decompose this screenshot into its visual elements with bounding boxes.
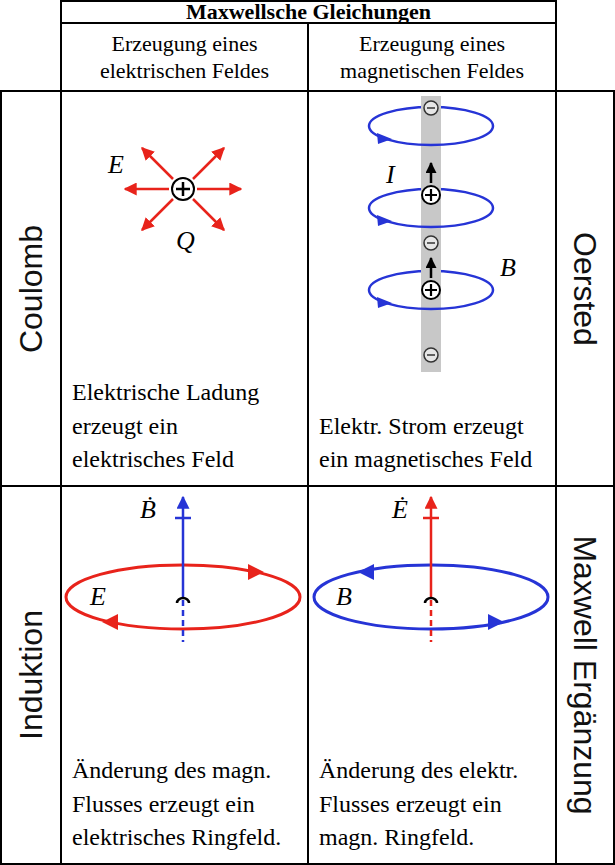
header-text: Erzeugung eines elektrischen Feldes xyxy=(70,30,299,84)
flux-axis xyxy=(430,600,433,642)
wire-field xyxy=(369,96,493,372)
ring-arrowhead xyxy=(248,564,264,580)
field-arrows xyxy=(125,148,241,230)
row-label: Coulomb xyxy=(0,90,62,487)
ring-front xyxy=(369,126,493,309)
charges xyxy=(422,101,440,362)
symbol-label: E xyxy=(108,152,124,178)
title: Maxwellsche Gleichungen xyxy=(186,2,431,22)
ring-arrowhead xyxy=(377,297,392,308)
cell-text: Änderung des elektr. Flusses erzeugt ein… xyxy=(319,754,545,855)
ring-arrowhead xyxy=(488,614,504,630)
symbol-label: I xyxy=(386,162,395,188)
positive-charge xyxy=(172,178,194,200)
row-label: Induktion xyxy=(0,485,62,865)
positive-charge xyxy=(422,186,440,204)
field-arrow xyxy=(197,188,241,191)
flux-axis xyxy=(182,600,185,642)
column-header: Erzeugung eines elektrischen Feldes xyxy=(60,22,309,92)
induction-figure xyxy=(66,497,300,642)
row-label-text: Coulomb xyxy=(15,224,47,352)
symbol-label: Q xyxy=(176,228,195,254)
field-arrow xyxy=(142,148,173,179)
displacement-figure xyxy=(314,497,548,642)
loop-symbol xyxy=(425,598,437,603)
ring-arrows xyxy=(377,133,392,308)
negative-charge xyxy=(424,348,438,362)
negative-charge xyxy=(424,101,438,115)
flux-arrow xyxy=(430,497,433,597)
negative-charge xyxy=(424,236,438,250)
tick xyxy=(175,517,191,520)
symbol-label: B xyxy=(336,584,352,610)
cell-text: Elektrische Ladung erzeugt ein elektrisc… xyxy=(72,376,297,477)
plus-sign xyxy=(425,284,437,296)
row-label-text: Induktion xyxy=(15,610,47,740)
loop-symbol xyxy=(177,598,189,603)
minus-sign xyxy=(427,107,435,109)
minus-sign xyxy=(427,242,435,244)
symbol-label: Ḃ xyxy=(140,497,156,523)
field-arrow xyxy=(125,188,169,191)
ring-arrowhead xyxy=(377,133,392,144)
title-cell: Maxwellsche Gleichungen xyxy=(60,0,557,24)
symbol-label: B xyxy=(500,255,516,281)
ring-arrowhead xyxy=(377,215,392,226)
field-ring xyxy=(369,290,493,309)
field-ring xyxy=(369,126,493,145)
field-arrow xyxy=(142,199,173,230)
row-label: Maxwell Ergänzung xyxy=(555,485,615,865)
field-arrow xyxy=(193,199,224,230)
plus-sign xyxy=(176,182,190,196)
table-cell: Elektr. Strom erzeugt ein magnetisches F… xyxy=(307,90,557,487)
current-arrow xyxy=(430,258,433,278)
flux-arrow xyxy=(182,497,185,597)
row-label-text: Maxwell Ergänzung xyxy=(569,535,601,814)
positive-charge xyxy=(422,281,440,299)
column-header: Erzeugung eines magnetischen Feldes xyxy=(307,22,557,92)
plus-sign xyxy=(425,189,437,201)
field-arrow xyxy=(193,148,224,179)
tick xyxy=(423,517,439,520)
row-label-text: Oersted xyxy=(569,232,601,346)
current-arrow xyxy=(430,163,433,183)
minus-sign xyxy=(427,354,435,356)
field-ring xyxy=(369,208,493,227)
ring-arrowhead xyxy=(358,564,374,580)
table-cell: Änderung des elektr. Flusses erzeugt ein… xyxy=(307,485,557,865)
wire xyxy=(421,96,441,372)
charge-field xyxy=(125,148,241,230)
table-cell: Änderung des magn. Flusses erzeugt ein e… xyxy=(60,485,309,865)
symbol-label: Ė xyxy=(392,497,408,523)
ring-arrowhead xyxy=(102,614,118,630)
row-label: Oersted xyxy=(555,90,615,487)
symbol-label: E xyxy=(90,584,106,610)
table-cell: Elektrische Ladung erzeugt ein elektrisc… xyxy=(60,90,309,487)
header-text: Erzeugung eines magnetischen Feldes xyxy=(317,30,547,84)
cell-text: Elektr. Strom erzeugt ein magnetisches F… xyxy=(319,410,545,477)
cell-text: Änderung des magn. Flusses erzeugt ein e… xyxy=(72,754,297,855)
